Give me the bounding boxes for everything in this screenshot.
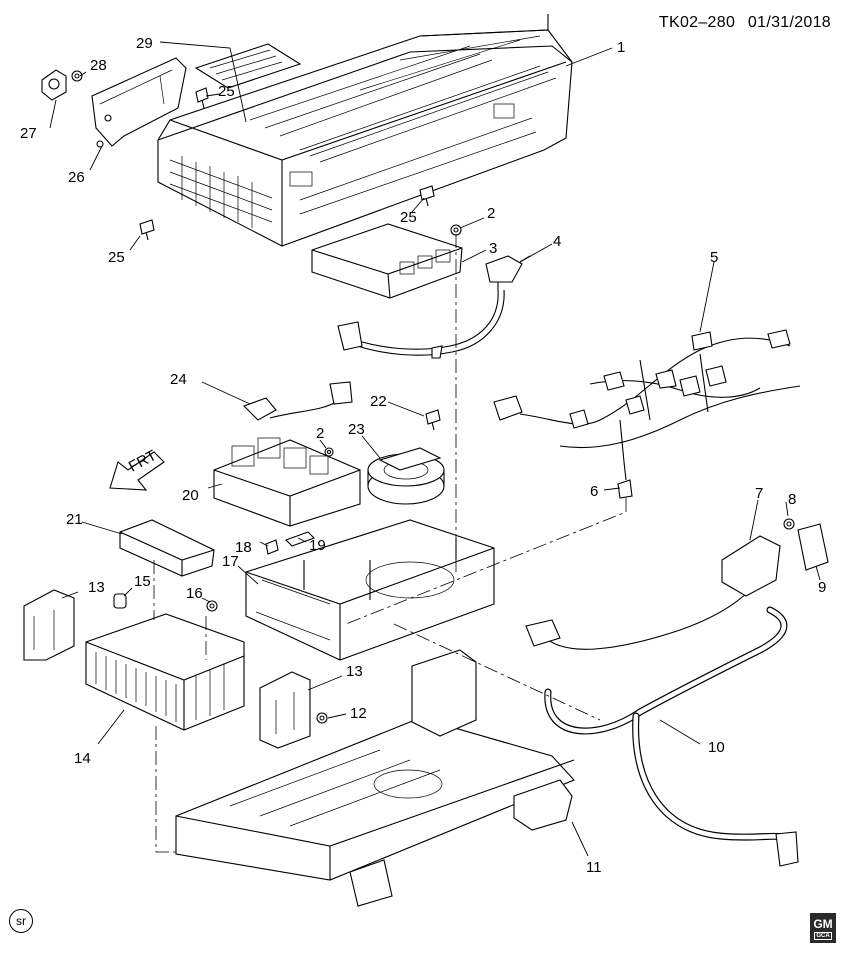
callout-27: 27 [20,125,37,142]
diagram-date: 01/31/2018 [747,14,831,31]
part-1-battery-cover [157,14,573,247]
part-11-base-tray [175,649,575,907]
callout-10: 10 [708,739,725,756]
callout-25-mid: 25 [400,209,417,226]
part-25-bolt-a [195,87,209,109]
callout-4: 4 [553,233,561,250]
leader-lines [49,41,821,857]
sr-badge: sr [9,909,33,933]
part-2-nut-a [450,224,462,236]
callout-19: 19 [309,537,326,554]
part-5-wiring-harness [493,329,801,481]
part-17-tray [245,519,495,661]
part-6-clip [617,479,633,499]
callout-11: 11 [586,859,602,876]
gm-logo-sub: GCA [814,931,832,940]
part-13-bracket-a [23,589,75,661]
part-23-fan [367,447,445,505]
part-25-bolt-b [419,185,435,207]
part-21-module [119,519,215,577]
part-29-label [194,43,302,89]
callout-16: 16 [186,585,203,602]
diagram-code: TK02–280 [658,14,736,31]
part-28-nut [71,70,83,82]
part-4-cable [337,255,531,359]
diagram-header: TK02–280 01/31/2018 [651,14,831,32]
callout-15: 15 [134,573,151,590]
callout-25-left: 25 [108,249,125,266]
callout-23: 23 [348,421,365,438]
part-22-bolt [425,409,441,431]
callout-20: 20 [182,487,199,504]
callout-21: 21 [66,511,83,528]
part-8-nut [783,518,795,530]
part-24-connector [243,381,353,421]
part-2-nut-b [324,447,334,457]
callout-9: 9 [818,579,826,596]
gm-logo: GM GCA [810,913,836,943]
alignment-lines [153,234,627,853]
callout-12: 12 [350,705,367,722]
callout-26: 26 [68,169,85,186]
part-25-bolt-c [139,219,155,241]
part-10-hoses [544,606,799,867]
part-15-insulator [113,593,127,609]
callout-6: 6 [590,483,598,500]
part-16-nut [206,600,218,612]
part-12-nut [316,712,328,724]
callout-29: 29 [136,35,153,52]
part-7-cable-bracket [525,535,781,650]
callout-2-top: 2 [487,205,495,222]
callout-28: 28 [90,57,107,74]
callout-17: 17 [222,553,239,570]
part-13-bracket-b [259,671,311,749]
callout-14: 14 [74,750,91,767]
front-arrow: FRT [109,447,165,491]
part-3-control-module [311,223,463,299]
callout-5: 5 [710,249,718,266]
callout-labels: 1 29 25 25 25 28 27 26 2 3 4 5 24 22 23 … [20,35,826,876]
callout-25-top: 25 [218,83,235,100]
part-14-battery-cage [85,613,245,731]
gm-logo-text: GM [813,916,833,931]
callout-13-left: 13 [88,579,105,596]
part-9-connector [797,523,829,571]
callout-13-right: 13 [346,663,363,680]
callout-22: 22 [370,393,387,410]
callout-18: 18 [235,539,252,556]
part-18-bolt [265,539,279,555]
callout-8: 8 [788,491,796,508]
callout-24: 24 [170,371,187,388]
part-27-sensor [41,69,67,101]
callout-3: 3 [489,240,497,257]
callout-2-mid: 2 [316,425,324,442]
callout-7: 7 [755,485,763,502]
callout-1: 1 [617,39,625,56]
part-26-bracket [91,57,187,148]
part-20-relay-block [213,437,361,527]
